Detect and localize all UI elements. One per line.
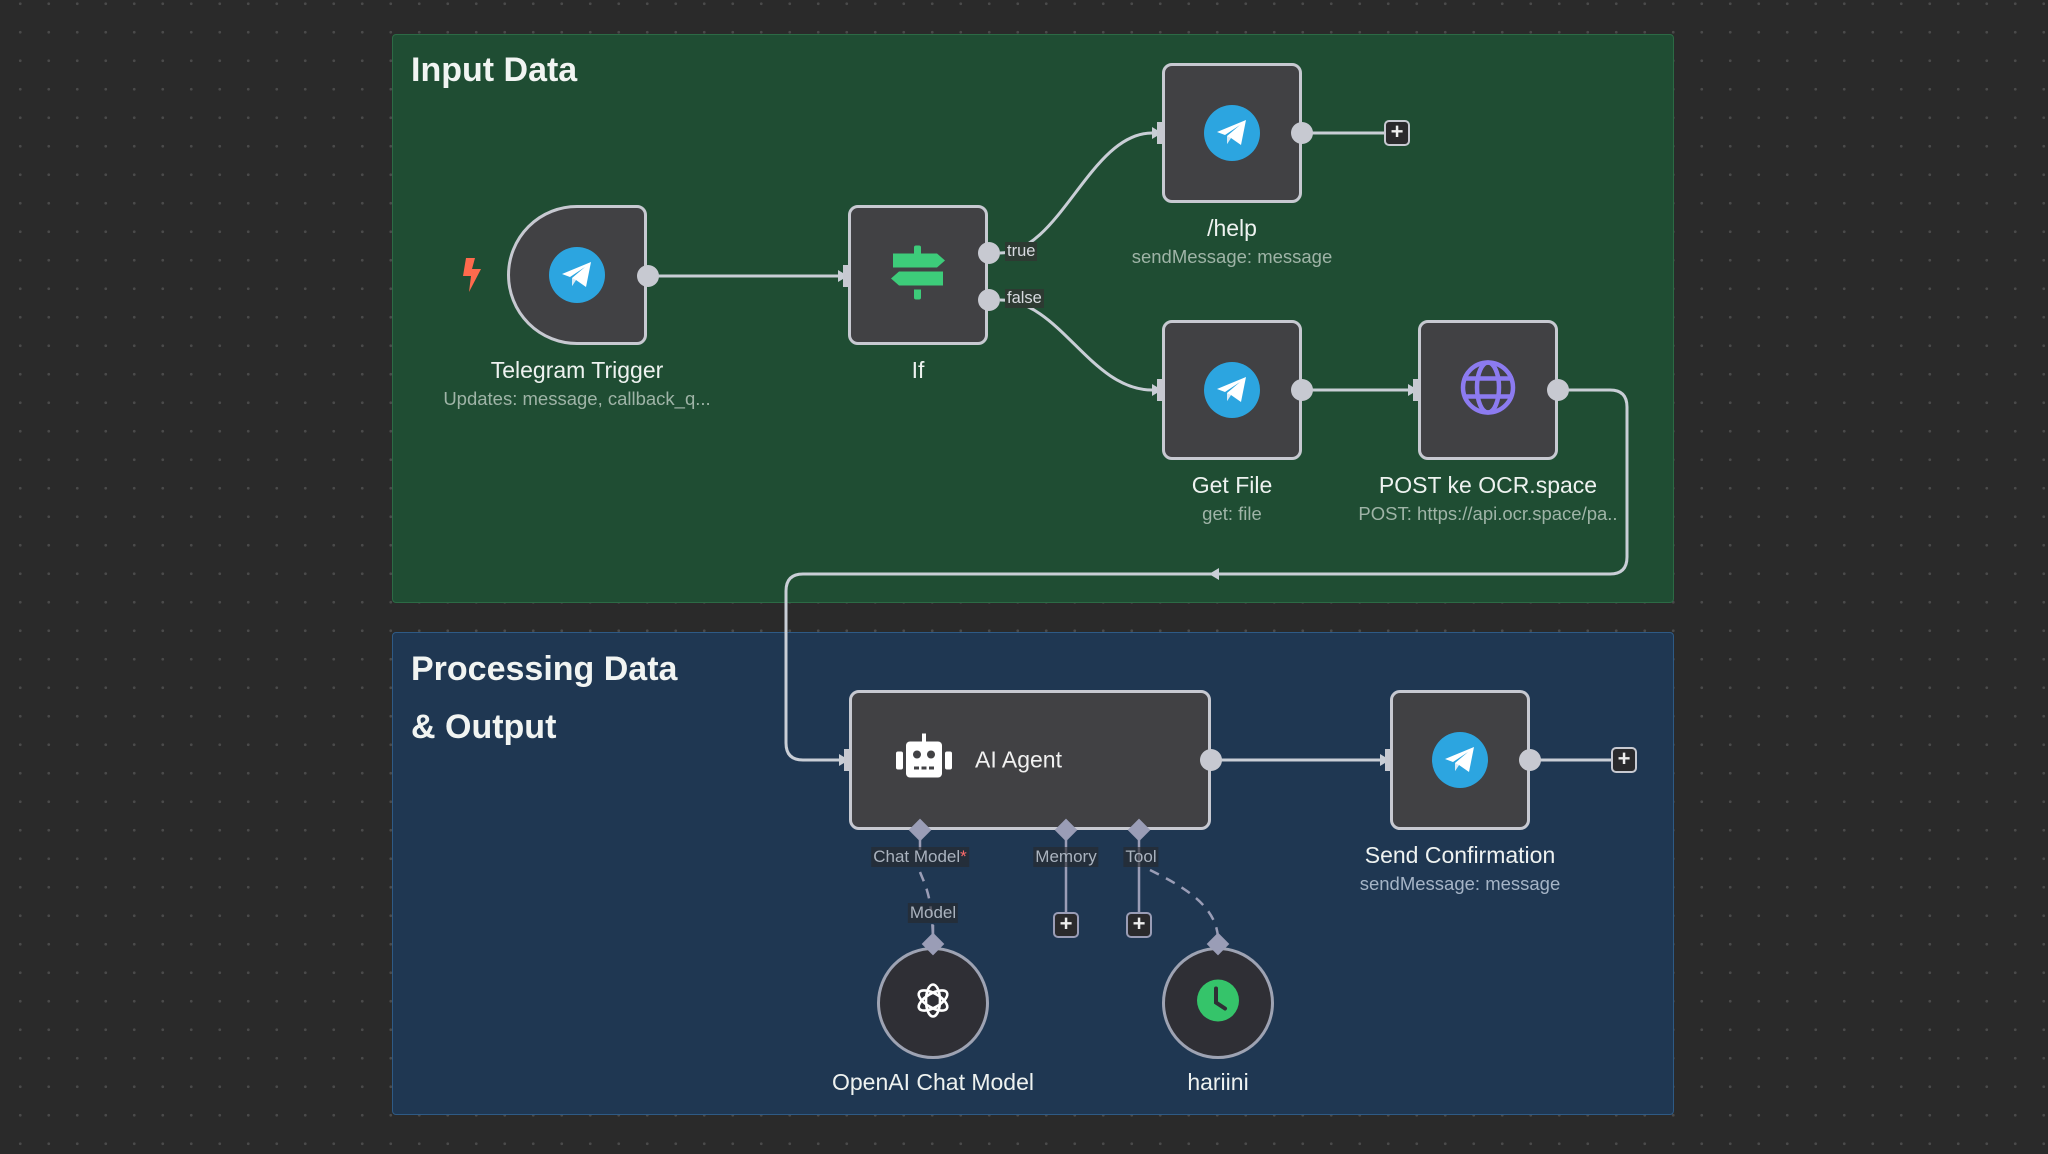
add-node-button[interactable]: + xyxy=(1384,120,1410,146)
openai-icon xyxy=(911,979,955,1028)
output-handle-false[interactable] xyxy=(978,289,1000,311)
node-label-if: If xyxy=(912,355,925,385)
node-label-hariini: hariini xyxy=(1187,1067,1248,1097)
node-label-get-file: Get File get: file xyxy=(1192,470,1273,528)
node-openai-chat-model[interactable] xyxy=(877,947,989,1059)
node-post-ocr[interactable] xyxy=(1418,320,1558,460)
required-marker: * xyxy=(960,847,967,866)
node-subtitle: Updates: message, callback_q... xyxy=(443,388,711,409)
output-handle[interactable] xyxy=(1291,122,1313,144)
node-title: If xyxy=(911,357,925,383)
add-node-button[interactable]: + xyxy=(1611,747,1637,773)
node-subtitle: get: file xyxy=(1202,503,1262,524)
node-label-send-confirmation: Send Confirmation sendMessage: message xyxy=(1360,840,1561,898)
trigger-lightning-icon xyxy=(462,258,484,297)
output-handle[interactable] xyxy=(1200,749,1222,771)
node-subtitle: sendMessage: message xyxy=(1131,246,1333,267)
port-label-memory: Memory xyxy=(1033,847,1099,867)
group-title[interactable]: Input Data xyxy=(411,51,578,89)
node-title: AI Agent xyxy=(975,746,1062,773)
node-label-openai: OpenAI Chat Model xyxy=(832,1067,1034,1097)
port-label-tool: Tool xyxy=(1123,847,1159,867)
telegram-icon xyxy=(549,247,605,303)
node-if[interactable] xyxy=(848,205,988,345)
add-memory-button[interactable]: + xyxy=(1053,912,1079,938)
node-label-telegram-trigger: Telegram Trigger Updates: message, callb… xyxy=(443,355,710,413)
port-label-text: Chat Model xyxy=(873,847,961,866)
output-handle-true[interactable] xyxy=(978,242,1000,264)
node-title: Telegram Trigger xyxy=(490,357,664,383)
output-handle[interactable] xyxy=(1547,379,1569,401)
branch-label-false: false xyxy=(1005,289,1044,308)
node-get-file[interactable] xyxy=(1162,320,1302,460)
telegram-icon xyxy=(1432,732,1488,788)
node-title: Send Confirmation xyxy=(1364,842,1556,868)
globe-icon xyxy=(1459,359,1517,422)
node-title: Get File xyxy=(1191,472,1273,498)
node-hariini[interactable] xyxy=(1162,947,1274,1059)
node-title: POST ke OCR.space xyxy=(1378,472,1598,498)
group-title-line2[interactable]: & Output xyxy=(411,708,557,746)
branch-label-true: true xyxy=(1005,242,1038,261)
node-subtitle: POST: https://api.ocr.space/pa.. xyxy=(1358,503,1618,524)
add-tool-button[interactable]: + xyxy=(1126,912,1152,938)
node-subtitle: sendMessage: message xyxy=(1359,873,1561,894)
output-handle[interactable] xyxy=(1291,379,1313,401)
signpost-icon xyxy=(889,244,947,307)
clock-icon xyxy=(1197,979,1239,1027)
node-label-help: /help sendMessage: message xyxy=(1132,213,1333,271)
robot-icon xyxy=(894,733,954,787)
output-handle[interactable] xyxy=(1519,749,1541,771)
node-send-confirmation[interactable] xyxy=(1390,690,1530,830)
port-label-chat-model: Chat Model* xyxy=(871,847,969,867)
group-title-line1[interactable]: Processing Data xyxy=(411,650,678,688)
telegram-icon xyxy=(1204,362,1260,418)
node-ai-agent[interactable]: AI Agent xyxy=(849,690,1211,830)
telegram-icon xyxy=(1204,105,1260,161)
node-label-post-ocr: POST ke OCR.space POST: https://api.ocr.… xyxy=(1358,470,1617,528)
node-title: OpenAI Chat Model xyxy=(831,1069,1035,1095)
output-handle[interactable] xyxy=(637,265,659,287)
node-telegram-trigger[interactable] xyxy=(507,205,647,345)
node-title: hariini xyxy=(1187,1069,1249,1095)
node-title: /help xyxy=(1207,215,1257,241)
port-label-model: Model xyxy=(907,903,959,923)
node-help[interactable] xyxy=(1162,63,1302,203)
